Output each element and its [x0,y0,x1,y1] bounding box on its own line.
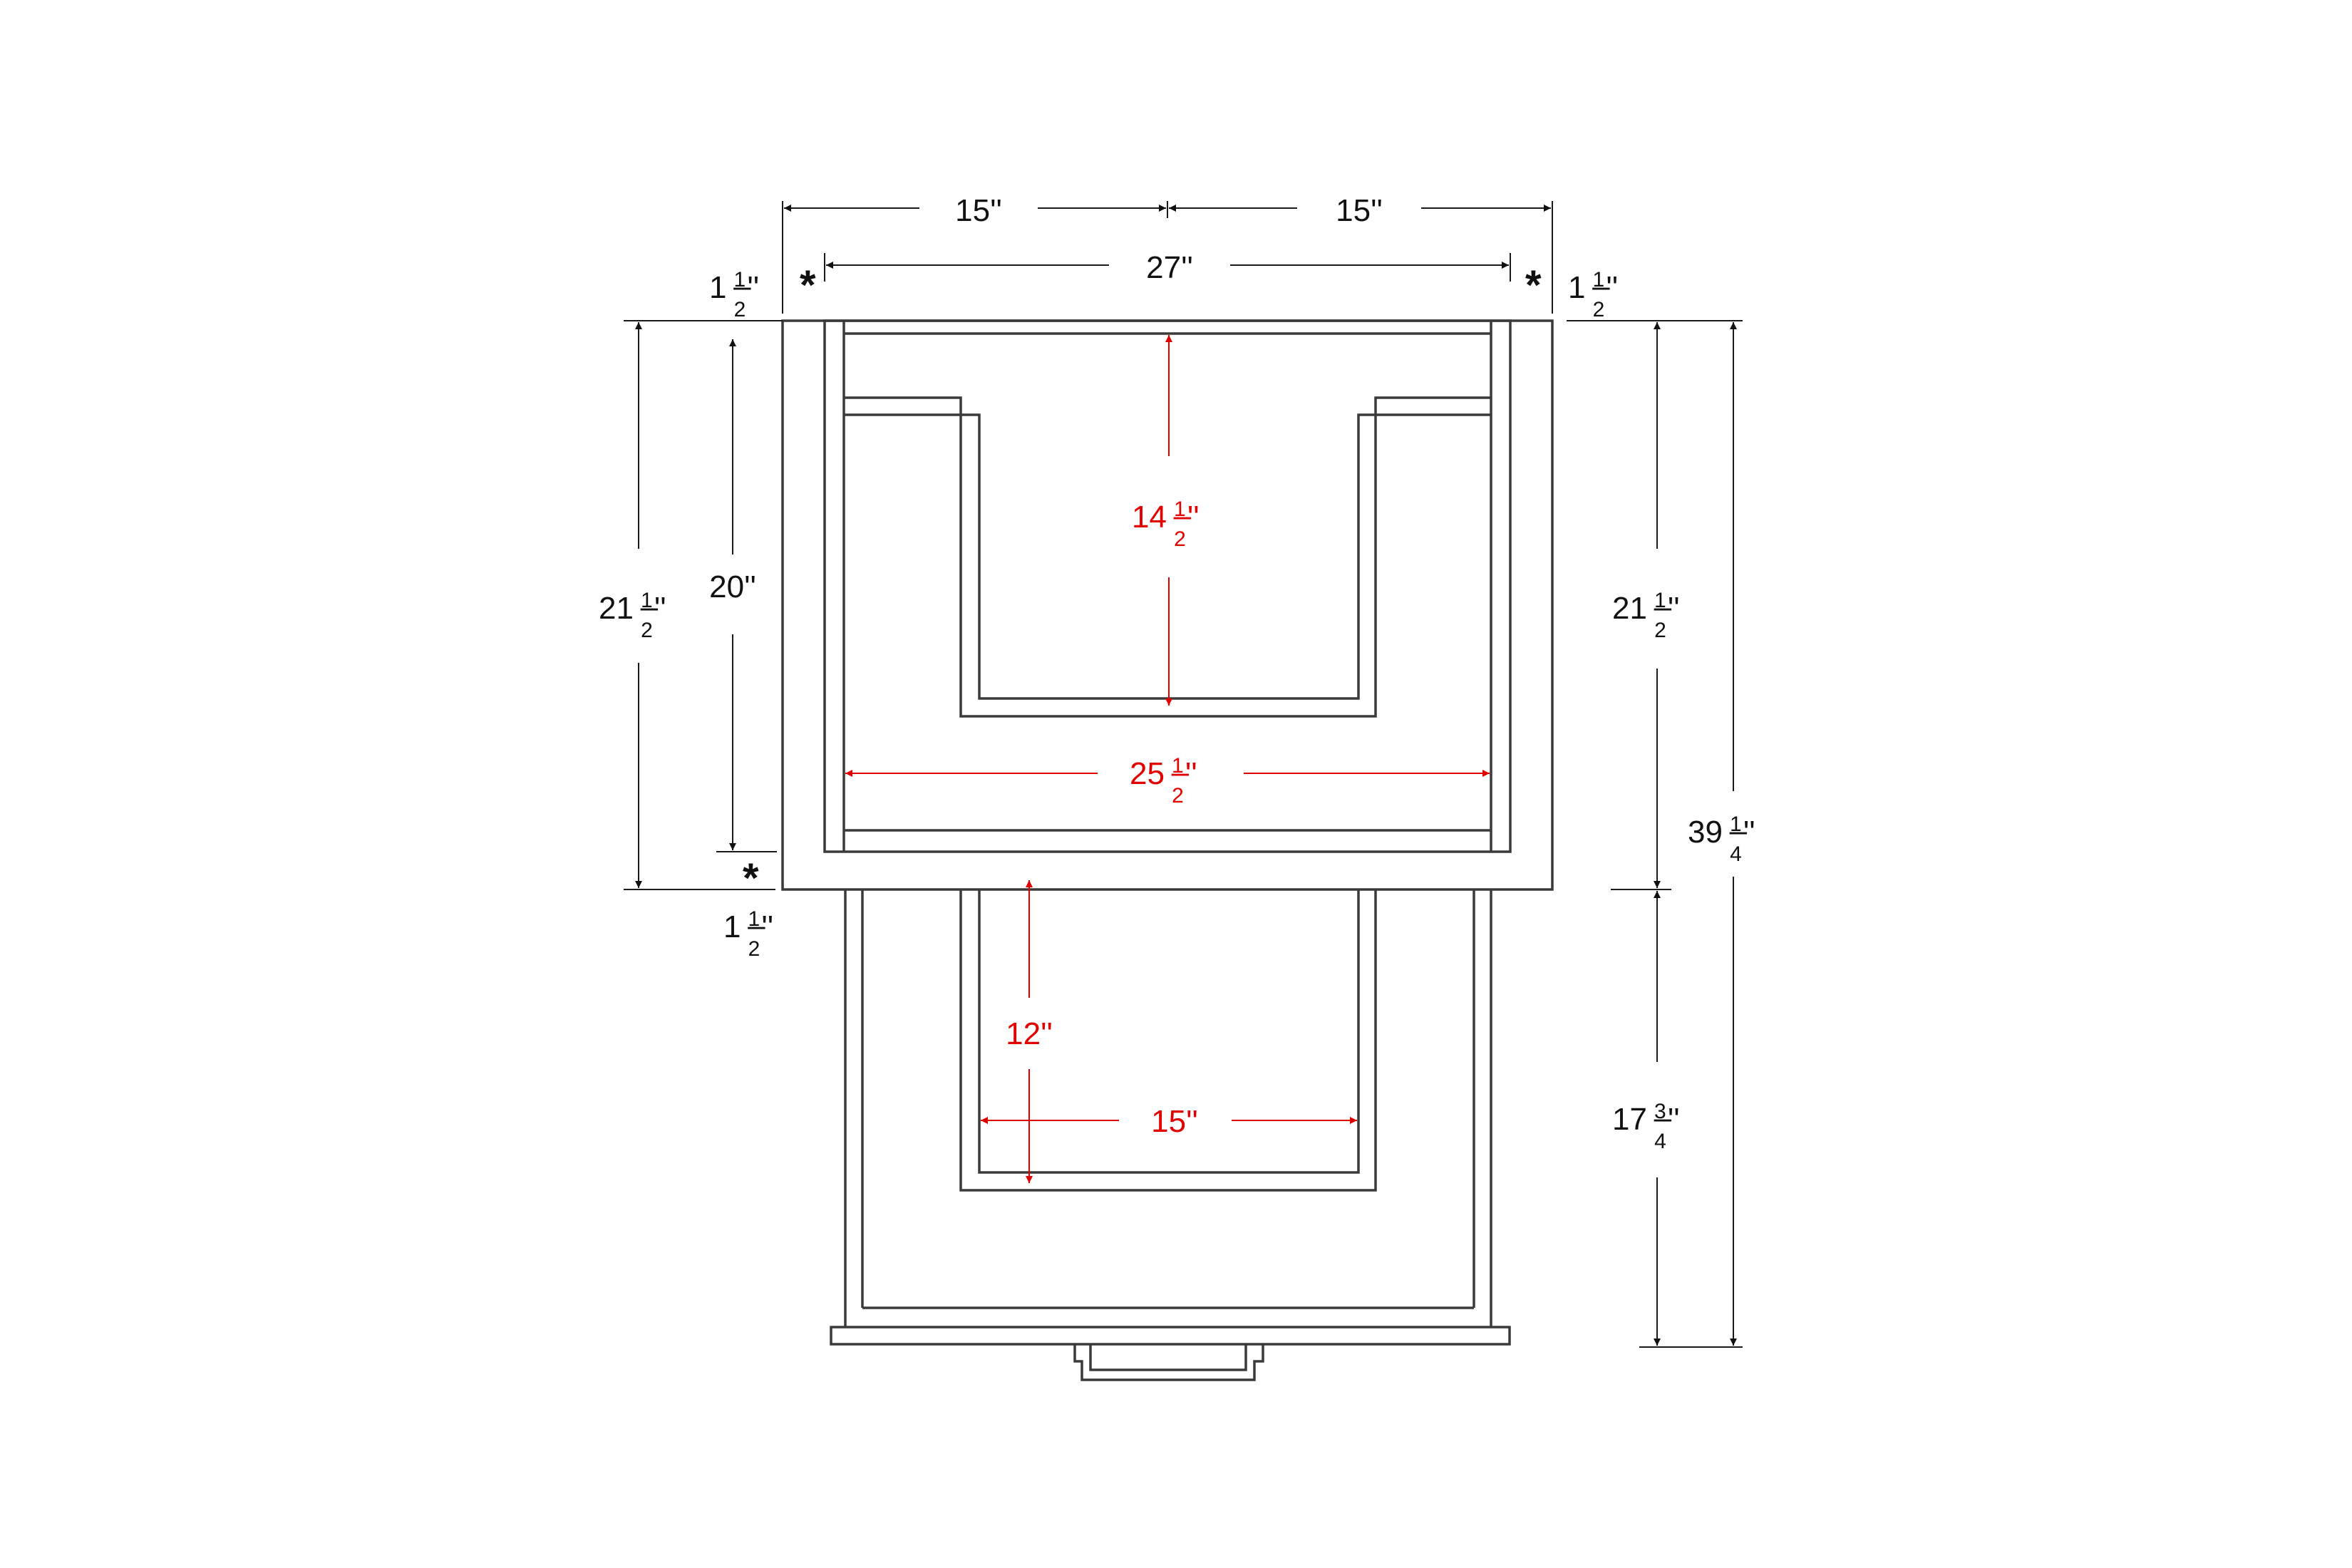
dimension-value: 15'' [1151,1104,1198,1139]
dimension-fraction-denominator: 2 [1654,619,1666,642]
lower-cutout-outer [959,889,1377,1192]
dimension-label-inner-width: 27'' [1146,250,1193,285]
dimension-label-right-upper-height: 21 1‒2'' [1612,589,1680,642]
dimension-label-upper-cutout-depth: 14 1‒2'' [1132,497,1200,551]
dimension-fraction-numerator: 1 [733,268,746,292]
dimension-label-top-right-half: 15'' [1336,193,1383,228]
dimension-fraction-denominator: 2 [748,937,760,961]
lower-drawer [830,889,1511,1381]
upper-cutout-outer [844,396,1491,718]
dimension-unit: '' [1187,500,1200,535]
dimension-value: 20'' [709,569,756,604]
dimension-whole: 21 [1612,591,1647,626]
dimension-whole: 1 [723,909,741,944]
dimension-label-lower-cutout-width: 15'' [1151,1104,1198,1139]
dimension-fraction-denominator: 2 [1593,298,1605,321]
dimension-label-left-inner-height: 20'' [709,569,756,604]
dimension-fraction-numerator: 1 [1174,497,1186,521]
dimension-value: 27'' [1146,250,1193,285]
dimension-unit: '' [654,591,666,626]
dimension-label-right-total-height: 39 1‒4'' [1688,813,1755,866]
dimension-fraction-bar: ‒ [733,269,751,304]
lower-drawer-front [830,1326,1511,1346]
dimension-whole: 25 [1130,756,1165,791]
dimension-unit: '' [747,270,759,305]
dimension-unit: '' [1668,1102,1680,1137]
dimension-fraction-denominator: 4 [1654,1130,1666,1153]
dimension-fraction-bar: ‒ [1654,589,1672,624]
upper-cutout [844,396,1491,718]
dimension-label-left-outer-height: 21 1‒2'' [599,589,666,642]
dimension-unit: '' [1606,270,1618,305]
dimension-label-upper-inner-width: 25 1‒2'' [1130,754,1197,808]
dimension-fraction-numerator: 1 [1730,813,1742,836]
upper-box-outer [781,319,1554,891]
dimension-fraction-numerator: 3 [1654,1100,1666,1123]
dimension-unit: '' [1185,756,1197,791]
corner-asterisk-bottom-left: * [743,855,759,902]
dimension-value: 15'' [955,193,1002,228]
upper-cutout-inner [844,413,1491,700]
dimension-lines [624,201,1743,1348]
dimension-fraction-numerator: 1 [748,907,760,931]
dimension-fraction-denominator: 4 [1730,842,1742,866]
dimension-whole: 1 [1568,270,1585,305]
dimension-fraction-numerator: 1 [641,589,653,612]
dimension-whole: 39 [1688,815,1723,850]
corner-asterisk-top-left: * [800,262,816,309]
dimension-value: 15'' [1336,193,1383,228]
drawer-handle-inner [1089,1344,1247,1371]
dimension-fraction-denominator: 2 [1172,784,1184,808]
dimension-fraction-bar: ‒ [641,589,659,624]
dimension-whole: 21 [599,591,634,626]
lower-cutout-inner [978,889,1360,1174]
dimension-fraction-denominator: 2 [641,619,653,642]
highlight-dimension-lines [845,335,1490,1183]
dimension-whole: 1 [709,270,726,305]
dimension-fraction-bar: ‒ [1654,1100,1672,1135]
dimension-unit: '' [761,909,773,944]
dimension-fraction-numerator: 1 [1592,268,1604,292]
dimension-unit: '' [1743,815,1755,850]
dimension-whole: 17 [1612,1102,1647,1137]
dimension-fraction-bar: ‒ [1730,813,1748,848]
lower-cutout [959,889,1377,1192]
dimension-fraction-numerator: 1 [1172,754,1184,778]
dimension-label-lower-cutout-depth: 12'' [1006,1016,1053,1051]
dimension-fraction-bar: ‒ [1174,498,1192,533]
corner-asterisk-top-right: * [1525,262,1542,309]
dimension-fraction-bar: ‒ [748,908,765,943]
dimension-fraction-bar: ‒ [1172,755,1190,790]
dimension-label-right-lower-height: 17 3‒4'' [1612,1100,1680,1153]
dimension-label-top-left-half: 15'' [955,193,1002,228]
drawer-handle-outer [1073,1344,1264,1381]
cabinet-upper-box [781,319,1554,891]
upper-box-inner [823,319,1512,853]
dimension-unit: '' [1668,591,1680,626]
dimension-fraction-denominator: 2 [1174,527,1186,551]
dimension-fraction-bar: ‒ [1592,269,1610,304]
dimension-fraction-denominator: 2 [734,298,746,321]
dimension-whole: 14 [1132,500,1167,535]
dimension-value: 12'' [1006,1016,1053,1051]
dimension-fraction-numerator: 1 [1654,589,1666,612]
